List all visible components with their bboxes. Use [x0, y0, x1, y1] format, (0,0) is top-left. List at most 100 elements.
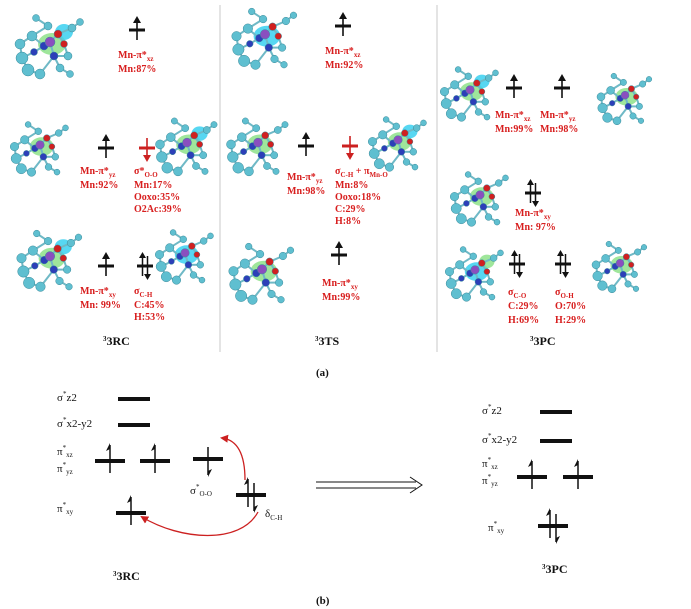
atom: [483, 113, 491, 121]
molecule-structure: [155, 229, 214, 285]
atom: [66, 70, 74, 78]
atom: [257, 151, 266, 160]
atom: [601, 254, 610, 263]
filled-level: [538, 508, 568, 544]
atom: [172, 275, 181, 285]
atom: [27, 167, 36, 177]
atom: [635, 102, 643, 110]
atom: [484, 213, 493, 221]
level-label: π*yz: [57, 461, 73, 476]
level-label: π*yz: [482, 473, 498, 488]
orbital-label: Mn-π*yz: [80, 166, 115, 179]
atom: [169, 148, 177, 156]
atom: [34, 127, 42, 135]
paired-spin-arrows: [555, 250, 571, 278]
atom: [624, 102, 632, 110]
atom: [155, 261, 167, 272]
atom: [235, 289, 248, 302]
atom: [474, 177, 482, 185]
atom: [65, 283, 73, 291]
panel-b: σ*z2 σ*x2-y2 π*xz π*yz π*xy: [57, 390, 593, 607]
orbital-label: σ*O-O: [134, 166, 158, 179]
molecule-structure: [440, 66, 499, 122]
spin-up-arrow: [331, 241, 347, 265]
atom: [243, 275, 251, 283]
atom: [186, 151, 195, 160]
molecule-structure: [16, 229, 83, 292]
atom: [633, 93, 640, 100]
filled-level: [236, 477, 266, 513]
molecule-structure: [450, 171, 509, 227]
atom: [227, 151, 239, 163]
orbital-composition: Mn:87%: [118, 64, 156, 75]
atom: [457, 112, 466, 122]
atom: [226, 139, 236, 150]
atom: [192, 162, 200, 170]
atom: [261, 131, 270, 140]
atom: [53, 29, 63, 39]
atom: [481, 98, 489, 106]
spin-up-arrow: [129, 16, 145, 40]
atom: [23, 276, 36, 289]
atom: [453, 95, 460, 102]
pc-energy-diagram: σ*z2 σ*x2-y2 π*xz π*yz π*xy: [482, 403, 593, 576]
atom: [188, 242, 196, 250]
orbital-label: Mn-π*xy: [322, 278, 358, 291]
atom: [35, 281, 46, 292]
atom: [48, 143, 56, 150]
atom: [237, 132, 247, 142]
atom: [202, 126, 211, 134]
atom: [63, 265, 72, 274]
orbital-composition: Mn: 97%: [515, 222, 556, 233]
level-label: σ*z2: [57, 390, 77, 404]
orbital-composition: C:29%: [508, 301, 539, 312]
atom: [397, 148, 406, 156]
atom: [181, 124, 190, 133]
electron-transfer-arrow: [140, 511, 259, 537]
atom: [161, 162, 173, 174]
atom: [253, 137, 263, 148]
atom: [271, 267, 279, 275]
atom: [275, 278, 284, 287]
atom: [483, 184, 491, 192]
atom: [478, 259, 486, 267]
atom: [44, 36, 56, 48]
atom: [628, 261, 635, 268]
orbital-composition: H:29%: [555, 315, 586, 326]
atom: [45, 251, 55, 262]
atom: [248, 7, 256, 16]
atom: [373, 158, 385, 170]
atom: [246, 40, 254, 48]
atom: [160, 271, 172, 283]
orbital-label: σC-H: [134, 286, 153, 299]
atom: [190, 131, 199, 140]
atom: [497, 249, 504, 257]
atom: [252, 124, 261, 133]
orbital-label: Mn-π*yz: [540, 110, 575, 123]
atom: [55, 276, 64, 286]
atom: [76, 18, 84, 26]
atom: [281, 16, 290, 26]
atom: [169, 229, 177, 236]
half-filled-level: [193, 447, 223, 477]
atom: [16, 253, 27, 264]
atom: [274, 32, 282, 40]
column-title: 33PC: [530, 334, 556, 348]
atom: [612, 116, 622, 126]
atom: [267, 141, 275, 148]
atom: [165, 243, 175, 253]
atom: [15, 51, 29, 65]
atom: [378, 130, 388, 140]
level-label: σ*x2-y2: [482, 432, 517, 446]
atom: [264, 43, 273, 52]
atom: [609, 100, 616, 107]
atom: [615, 258, 625, 268]
atom: [286, 246, 295, 254]
atom: [606, 86, 615, 95]
atom: [502, 174, 509, 182]
atom: [445, 108, 457, 120]
atom: [632, 285, 640, 292]
atom: [459, 246, 467, 253]
atom: [55, 129, 63, 137]
